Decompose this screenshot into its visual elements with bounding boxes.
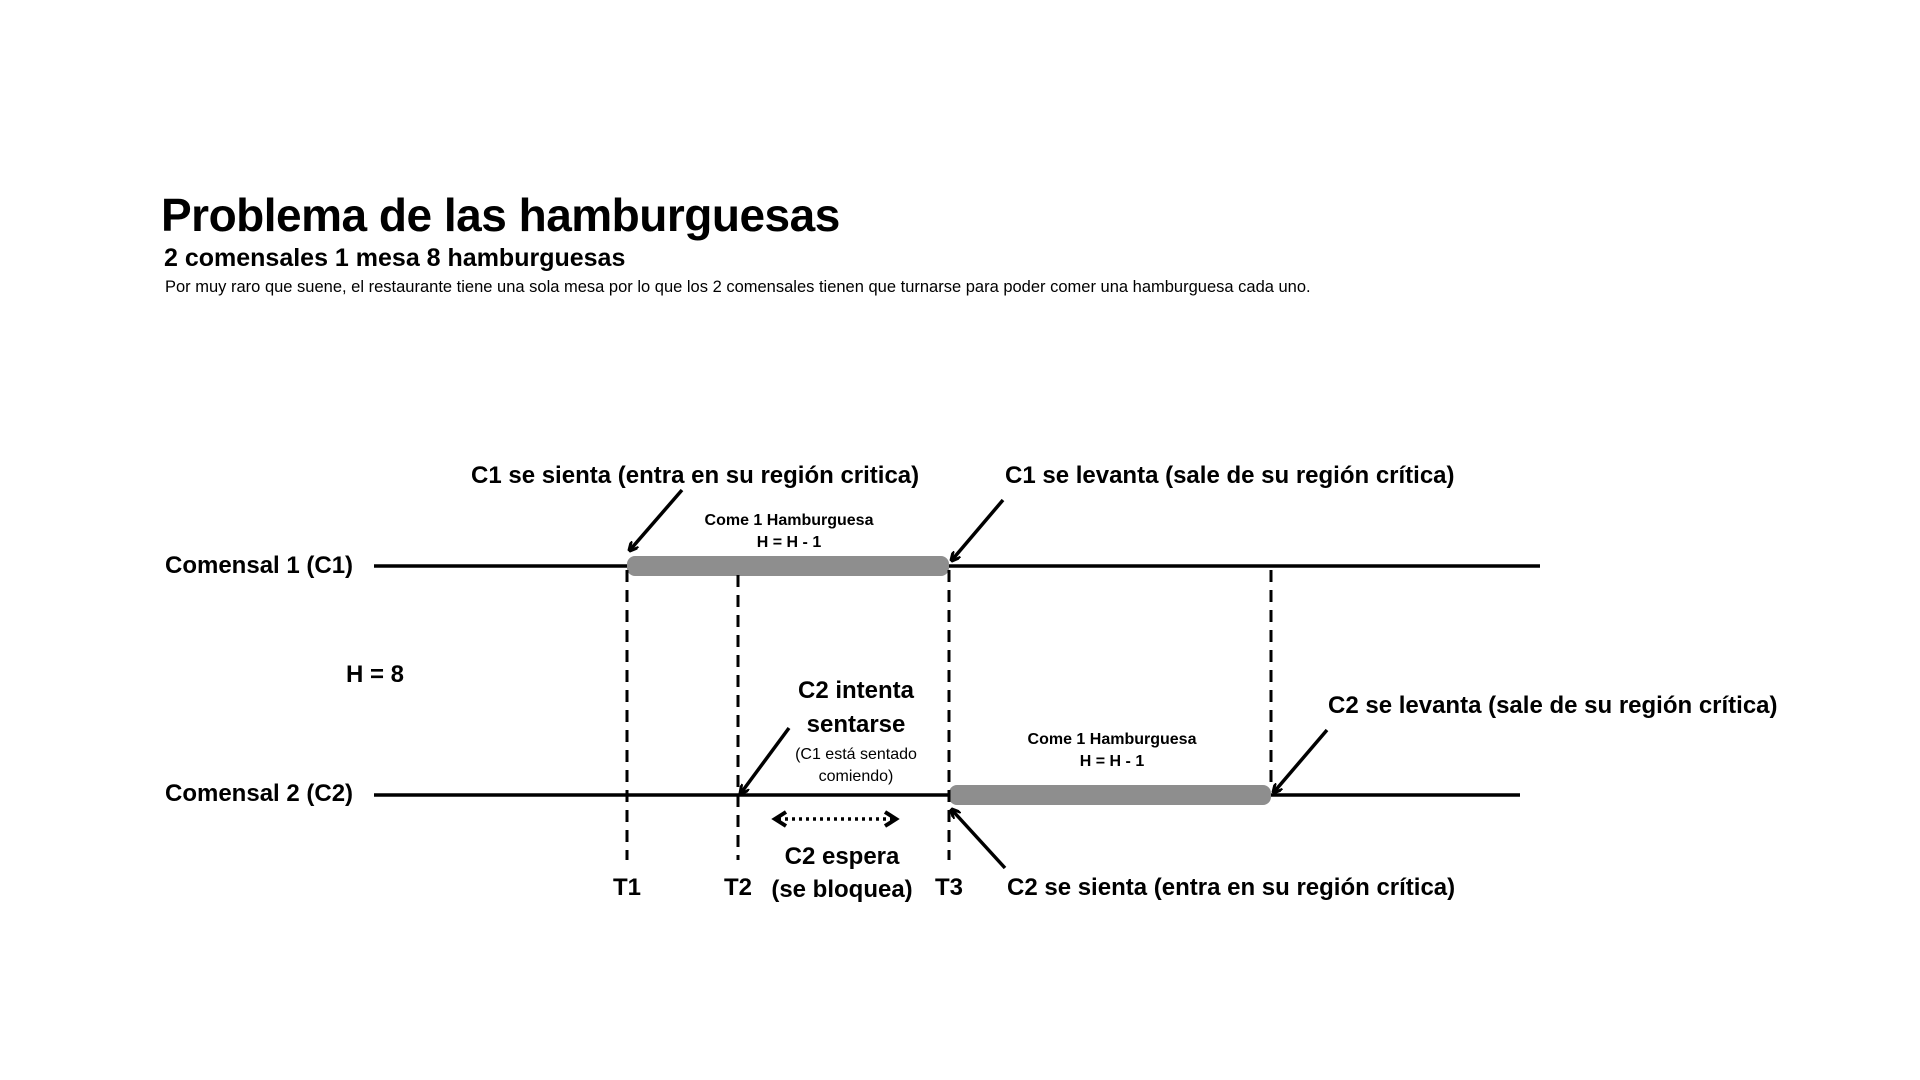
c1-eating-line2: H = H - 1	[756, 534, 822, 551]
c2-stands-arrow	[1274, 728, 1329, 792]
c1-stands-label: C1 se levanta (sale de su región crítica…	[1005, 462, 1455, 489]
c1-eating-line1: Come 1 Hamburguesa	[704, 512, 874, 529]
c2-waits-label: C2 espera (se bloquea)	[771, 840, 912, 906]
page-title: Problema de las hamburguesas	[161, 189, 840, 241]
c2-lane-label: Comensal 2 (C2)	[165, 780, 354, 807]
c1-eating-label: Come 1 Hamburguesa H = H - 1	[705, 510, 874, 554]
h-initial-value: H = 8	[346, 661, 405, 688]
c2-eating-line1: Come 1 Hamburguesa	[1027, 731, 1197, 748]
c2-tries-line1: C2 intenta	[797, 677, 915, 704]
c2-waits-line1: C2 espera	[784, 843, 900, 870]
page-subtitle: 2 comensales 1 mesa 8 hamburguesas	[164, 244, 626, 272]
c2-stands-label: C2 se levanta (sale de su región crítica…	[1328, 692, 1778, 719]
c2-tries-label: C2 intenta sentarse	[798, 674, 914, 742]
c2-waits-line2: (se bloquea)	[771, 876, 913, 903]
c2-tries-arrow	[741, 726, 791, 793]
c2-tries-note-line1: (C1 está sentado	[795, 746, 917, 763]
c1-stands-arrow	[952, 498, 1005, 560]
c1-lane-label: Comensal 1 (C1)	[165, 552, 354, 579]
c2-eating-line2: H = H - 1	[1079, 753, 1145, 770]
time-mark-t3: T3	[934, 874, 964, 901]
c2-tries-note-line2: comiendo)	[818, 768, 894, 785]
page-description: Por muy raro que suene, el restaurante t…	[165, 278, 1311, 296]
c2-eating-bar	[949, 785, 1271, 805]
c2-wait-arrow-right-head	[883, 810, 900, 828]
c2-eating-label: Come 1 Hamburguesa H = H - 1	[1028, 729, 1197, 773]
time-mark-t2: T2	[723, 874, 753, 901]
c2-wait-arrow-left-head	[771, 810, 788, 828]
c2-tries-note: (C1 está sentado comiendo)	[795, 744, 917, 788]
c1-sits-arrow	[630, 488, 684, 550]
time-mark-t1: T1	[612, 874, 642, 901]
c1-sits-label: C1 se sienta (entra en su región critica…	[471, 462, 920, 489]
c2-sits-arrow	[952, 810, 1007, 870]
c2-sits-label: C2 se sienta (entra en su región crítica…	[1007, 874, 1456, 901]
c1-eating-bar	[627, 556, 949, 576]
c2-tries-line2: sentarse	[806, 711, 906, 738]
